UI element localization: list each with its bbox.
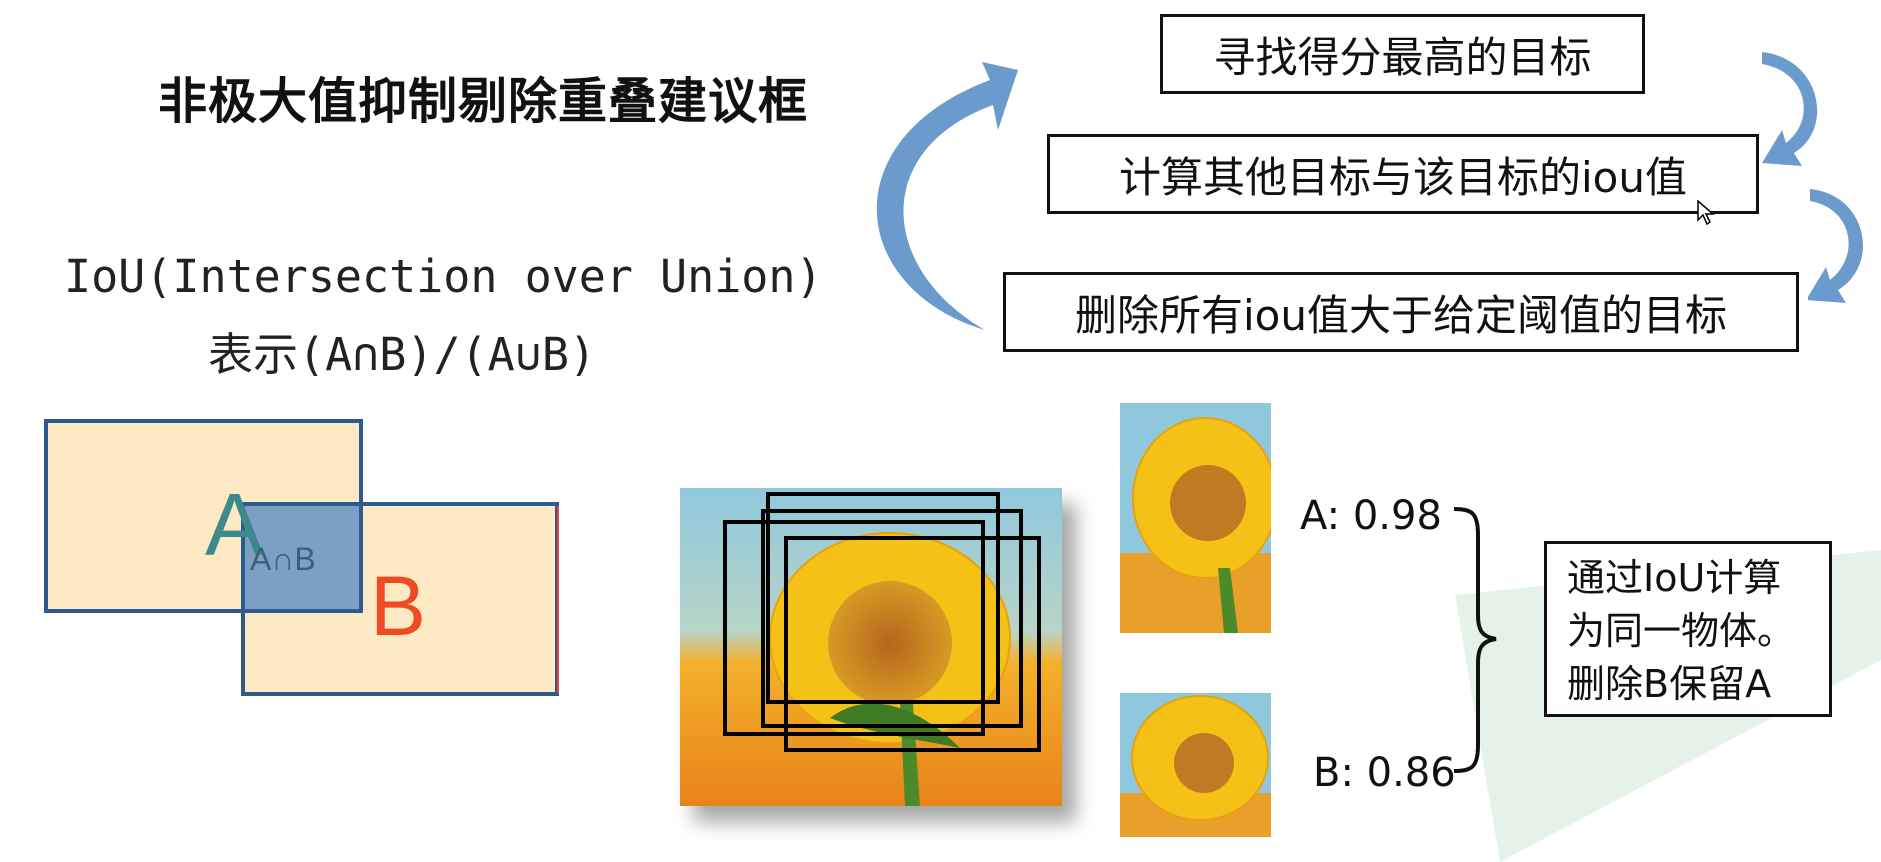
conclusion-note: 通过IoU计算 为同一物体。 删除B保留A [1544,541,1832,717]
sunflower-photo [680,488,1062,806]
iou-formula: 表示(A∩B)/(A∪B) [208,328,597,381]
score-a: A: 0.98 [1300,493,1442,539]
step-arrow-1 [1762,52,1818,166]
step-find-highest-score: 寻找得分最高的目标 [1160,14,1645,94]
step-compute-iou: 计算其他目标与该目标的iou值 [1047,134,1759,214]
detection-boxes [723,492,1041,752]
thumbnail-a [1120,403,1271,633]
thumbnail-b [1120,693,1271,837]
label-a: A [205,475,264,574]
mouse-cursor-icon [1697,200,1715,226]
step-arrow-2 [1808,189,1863,303]
note-line-2: 为同一物体。 [1567,609,1796,653]
note-line-1: 通过IoU计算 [1567,556,1782,600]
score-b: B: 0.86 [1313,750,1456,796]
intersection-region [241,502,363,613]
label-b: B [370,559,426,653]
iou-definition: IoU(Intersection over Union) [64,250,823,303]
label-intersection: A∩B [250,541,316,577]
page-title: 非极大值抑制剔除重叠建议框 [158,73,809,130]
note-line-3: 删除B保留A [1567,662,1772,706]
curly-brace [1453,507,1497,773]
venn-diagram: A B A∩B [44,419,559,696]
loop-arrow [876,62,1018,330]
step-remove-above-threshold: 删除所有iou值大于给定阈值的目标 [1003,272,1799,352]
